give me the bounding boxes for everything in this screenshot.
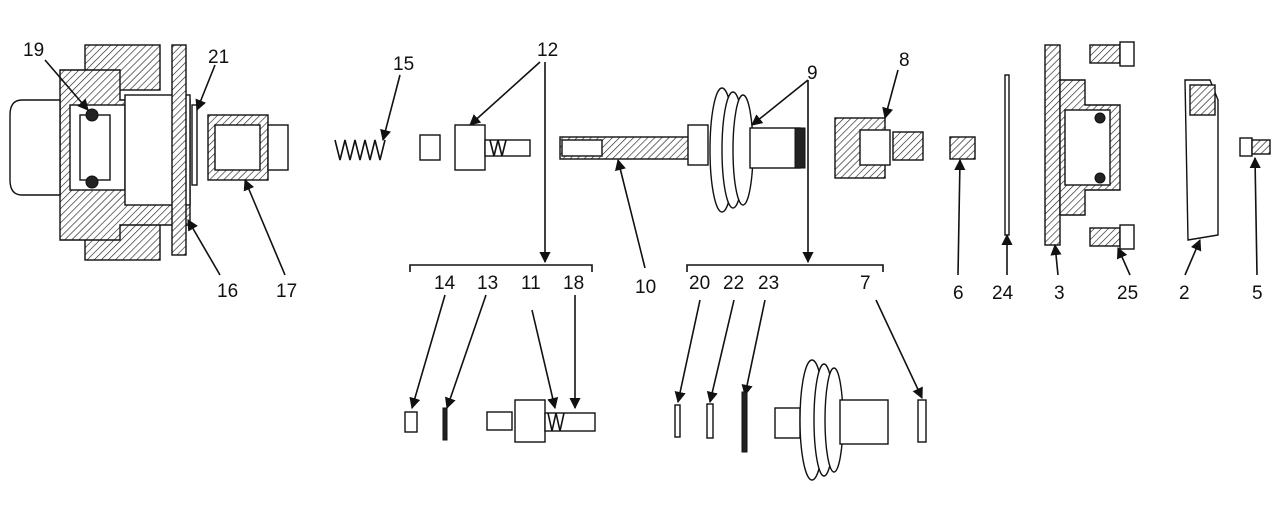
label-20: 20 xyxy=(689,273,710,294)
nut-part xyxy=(949,136,976,160)
label-22: 22 xyxy=(723,273,744,294)
label-8: 8 xyxy=(899,50,910,71)
fitting-part xyxy=(834,117,924,179)
label-2: 2 xyxy=(1179,283,1190,304)
label-3: 3 xyxy=(1054,283,1065,304)
ring-part xyxy=(191,104,198,186)
spring-part xyxy=(334,139,386,161)
label-23: 23 xyxy=(758,273,779,294)
label-16: 16 xyxy=(217,281,238,302)
lever-part xyxy=(1184,79,1219,241)
label-7: 7 xyxy=(860,273,871,294)
bracket-left xyxy=(409,264,593,272)
label-19: 19 xyxy=(23,40,44,61)
callout-labels: 19 21 16 17 15 12 10 9 8 6 24 3 25 2 5 1… xyxy=(23,40,1263,304)
housing-part xyxy=(9,44,191,261)
label-24: 24 xyxy=(992,283,1014,304)
plunger-assembly-part xyxy=(419,124,531,171)
label-18: 18 xyxy=(563,273,584,294)
label-21: 21 xyxy=(208,47,229,68)
bracket-right xyxy=(686,264,884,272)
label-13: 13 xyxy=(477,273,498,294)
label-25: 25 xyxy=(1117,283,1138,304)
label-12: 12 xyxy=(537,40,558,61)
label-15: 15 xyxy=(393,54,414,75)
valve-part xyxy=(687,87,806,213)
label-6: 6 xyxy=(953,283,964,304)
gasket-part xyxy=(1004,74,1010,236)
label-5: 5 xyxy=(1252,283,1263,304)
small-screw-part xyxy=(1239,137,1271,157)
label-11: 11 xyxy=(521,273,541,294)
cup-part xyxy=(207,114,289,181)
label-14: 14 xyxy=(434,273,456,294)
label-10: 10 xyxy=(635,277,656,298)
label-9: 9 xyxy=(807,63,818,84)
leader-lines xyxy=(44,59,1261,410)
rod-part xyxy=(559,136,691,160)
screw-part xyxy=(1089,41,1135,250)
cover-part xyxy=(1044,44,1121,246)
lower-parts xyxy=(404,359,927,481)
label-17: 17 xyxy=(276,281,297,302)
